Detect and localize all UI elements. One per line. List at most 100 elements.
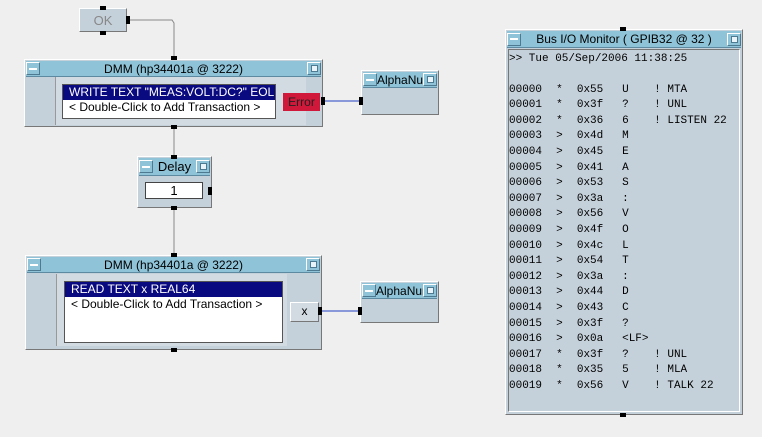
minimize-icon[interactable] <box>139 160 153 173</box>
log-cell: E <box>622 145 629 158</box>
bus-io-monitor[interactable]: Bus I/O Monitor ( GPIB32 @ 32 ) >> Tue 0… <box>505 29 743 415</box>
x-output-terminal[interactable]: x <box>290 302 319 322</box>
object-title: AlphaNumeric <box>377 72 423 87</box>
log-cell: 0x56 <box>576 379 604 392</box>
log-cell: 00017 <box>509 348 543 361</box>
log-cell: > <box>556 177 563 190</box>
log-cell: > <box>556 255 563 268</box>
sequence-in-pin[interactable] <box>620 27 626 31</box>
log-cell: U <box>622 83 629 96</box>
menu-icon[interactable] <box>306 258 320 271</box>
log-cell: 00006 <box>509 177 543 190</box>
log-cell: ! UNL <box>654 348 688 361</box>
log-cell <box>654 145 739 161</box>
log-cell: S <box>622 177 629 190</box>
dmm-write-object[interactable]: DMM (hp34401a @ 3222) WRITE TEXT "MEAS:V… <box>24 59 323 127</box>
log-cell: * <box>556 379 563 392</box>
wire-ok-dmm <box>129 19 175 58</box>
log-cell: D <box>622 286 629 299</box>
menu-icon[interactable] <box>196 160 210 173</box>
transaction-item[interactable]: WRITE TEXT "MEAS:VOLT:DC?" EOL <box>63 85 275 100</box>
input-pin[interactable] <box>358 307 362 315</box>
log-cell: ! LISTEN 22 <box>654 114 727 127</box>
log-cell <box>654 161 739 177</box>
log-cell: > <box>556 333 563 346</box>
sequence-in-pin[interactable] <box>171 155 177 159</box>
sequence-out-pin[interactable] <box>171 348 177 352</box>
log-cell: 00002 <box>509 114 543 127</box>
output-pin[interactable] <box>208 187 212 195</box>
log-cell: M <box>622 130 629 143</box>
sequence-out-pin[interactable] <box>100 31 106 35</box>
object-title: AlphaNumeric <box>376 283 423 298</box>
transaction-list[interactable]: READ TEXT x REAL64 < Double-Click to Add… <box>64 281 283 343</box>
object-title: DMM (hp34401a @ 3222) <box>104 257 243 272</box>
alphanumeric-display-1[interactable]: AlphaNumeric <box>361 70 439 115</box>
log-cell: ? <box>622 317 629 330</box>
menu-icon[interactable] <box>423 73 437 86</box>
transaction-item[interactable]: READ TEXT x REAL64 <box>65 282 282 297</box>
log-cell: 00001 <box>509 99 543 112</box>
log-cell <box>654 129 739 145</box>
sequence-out-pin[interactable] <box>171 206 177 210</box>
log-cell: 00000 <box>509 83 543 96</box>
log-cell <box>654 285 739 301</box>
minimize-icon[interactable] <box>362 284 376 297</box>
log-cell: 00013 <box>509 286 543 299</box>
input-pin[interactable] <box>359 97 363 105</box>
log-cell: > <box>556 270 563 283</box>
log-cell: O <box>622 223 629 236</box>
sequence-out-pin[interactable] <box>171 125 177 129</box>
log-row: 00015>0x3f? <box>509 317 739 333</box>
error-pin[interactable] <box>321 97 325 105</box>
log-cell: > <box>556 239 563 252</box>
log-cell: 0x53 <box>576 177 604 190</box>
log-cell: 0x41 <box>576 161 604 174</box>
delay-value-field[interactable]: 1 <box>145 182 203 199</box>
object-title: Bus I/O Monitor ( GPIB32 @ 32 ) <box>536 32 712 46</box>
transaction-list[interactable]: WRITE TEXT "MEAS:VOLT:DC?" EOL < Double-… <box>62 84 276 119</box>
x-output-pin[interactable] <box>318 307 322 315</box>
log-cell: ! TALK 22 <box>654 379 714 392</box>
log-row: 00001*0x3f?! UNL <box>509 98 739 114</box>
sequence-in-pin[interactable] <box>100 6 106 10</box>
sequence-in-pin[interactable] <box>171 56 177 60</box>
minimize-icon[interactable] <box>26 62 40 75</box>
add-transaction-item[interactable]: < Double-Click to Add Transaction > <box>69 100 261 114</box>
sequence-out-pin[interactable] <box>620 413 626 417</box>
menu-icon[interactable] <box>423 284 437 297</box>
log-cell <box>654 332 739 348</box>
menu-icon[interactable] <box>727 32 741 46</box>
output-pin[interactable] <box>126 16 130 24</box>
log-cell: > <box>556 223 563 236</box>
log-cell <box>654 207 739 223</box>
log-cell: 00003 <box>509 130 543 143</box>
log-row: 00012>0x3a: <box>509 270 739 286</box>
log-cell: 0x3f <box>576 317 604 330</box>
log-cell: ? <box>622 348 629 361</box>
log-cell: ! UNL <box>654 99 688 112</box>
ok-label: OK <box>93 13 113 28</box>
sequence-in-pin[interactable] <box>171 253 177 257</box>
log-cell: * <box>556 348 563 361</box>
menu-icon[interactable] <box>307 62 321 75</box>
log-cell: 00015 <box>509 317 543 330</box>
log-cell <box>654 301 739 317</box>
delay-object[interactable]: Delay 1 <box>137 156 212 208</box>
add-transaction-item[interactable]: < Double-Click to Add Transaction > <box>71 297 263 311</box>
error-terminal[interactable]: Error <box>283 93 320 111</box>
log-cell: L <box>622 239 629 252</box>
alphanumeric-display-2[interactable]: AlphaNumeric <box>360 281 439 323</box>
minimize-icon[interactable] <box>507 32 521 46</box>
minimize-icon[interactable] <box>363 73 377 86</box>
minimize-icon[interactable] <box>27 258 41 271</box>
ok-button[interactable]: OK <box>79 8 127 32</box>
dmm-read-object[interactable]: DMM (hp34401a @ 3222) READ TEXT x REAL64… <box>25 255 322 350</box>
